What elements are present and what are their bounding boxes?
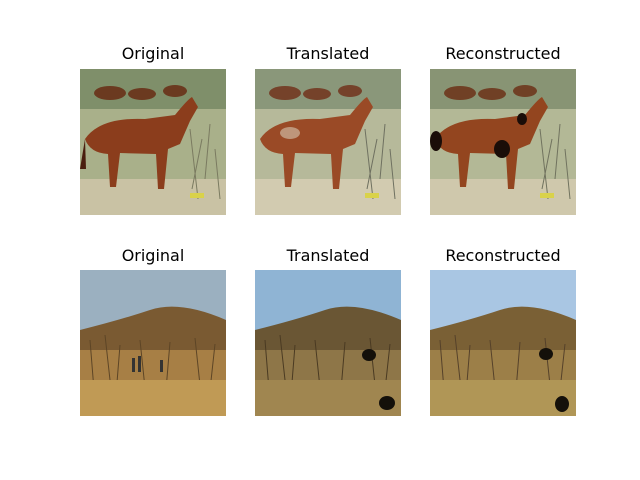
- savanna-translated-image: [255, 270, 401, 416]
- panel-title-row2-original: Original: [121, 246, 185, 265]
- panel-title-row1-original: Original: [121, 44, 185, 63]
- horse-original-image: [80, 69, 226, 215]
- savanna-reconstructed-image: [430, 270, 576, 416]
- horse-reconstructed-image: [430, 69, 576, 215]
- panel-title-row2-reconstructed: Reconstructed: [445, 246, 561, 265]
- panel-title-row1-translated: Translated: [286, 44, 370, 63]
- horse-translated-image: [255, 69, 401, 215]
- panel-title-row1-reconstructed: Reconstructed: [445, 44, 561, 63]
- savanna-original-image: [80, 270, 226, 416]
- panel-title-row2-translated: Translated: [286, 246, 370, 265]
